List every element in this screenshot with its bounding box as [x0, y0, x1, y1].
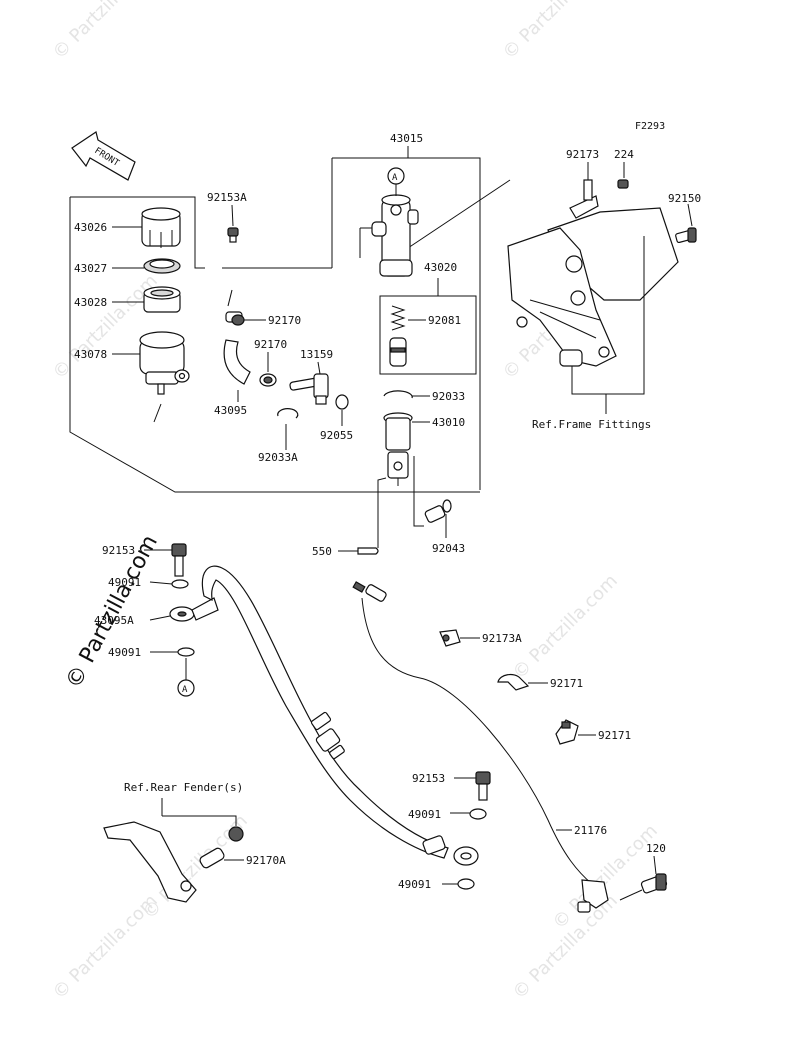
label-92055: 92055	[320, 429, 353, 442]
pushrod-43010	[383, 412, 413, 486]
label-92153A: 92153A	[207, 191, 247, 204]
switch-cable-21176	[352, 581, 609, 913]
label-43010: 43010	[432, 416, 465, 429]
label-92043: 92043	[432, 542, 465, 555]
label-92033A: 92033A	[258, 451, 298, 464]
diaphragm-plate-43027	[143, 258, 181, 274]
label-224: 224	[614, 148, 634, 161]
label-43027: 43027	[74, 262, 107, 275]
rear-fender-bracket	[103, 821, 197, 903]
figure-code: F2293	[635, 121, 665, 132]
ref-frame-fittings: Ref.Frame Fittings	[532, 418, 651, 431]
spring-92081	[389, 305, 407, 367]
label-92171-lower: 92171	[598, 729, 631, 742]
label-43095A: 43095A	[94, 614, 134, 627]
clamp-92170-lower	[259, 373, 277, 387]
diaphragm-43028	[143, 286, 181, 313]
label-120: 120	[646, 842, 666, 855]
washer-49091-lower	[177, 647, 195, 657]
watermark: © Partzilla.com	[49, 0, 162, 64]
reservoir-cap-43026	[141, 207, 181, 248]
bolt-92153A	[227, 227, 239, 243]
bracket-right	[507, 207, 679, 367]
label-43078: 43078	[74, 348, 107, 361]
bolt-92153	[171, 543, 187, 577]
clip-92171-lower	[555, 719, 579, 745]
watermark: © Partzilla.com	[499, 0, 612, 64]
washer-49091-upper	[171, 579, 189, 589]
bolt-92153-lower	[475, 771, 491, 801]
label-92173: 92173	[566, 148, 599, 161]
master-cylinder-43015	[371, 194, 419, 277]
main-hose	[201, 565, 479, 866]
cotter-pin-550	[357, 547, 379, 555]
label-43015: 43015	[390, 132, 423, 145]
marker-a-bottom-label: A	[182, 685, 188, 695]
reservoir-43078	[139, 331, 190, 395]
label-550: 550	[312, 545, 332, 558]
screw-120	[640, 873, 668, 894]
marker-a-top: A	[387, 167, 405, 196]
label-92150: 92150	[668, 192, 701, 205]
label-92171-upper: 92171	[550, 677, 583, 690]
label-92153-lower: 92153	[412, 772, 445, 785]
bolt-92150	[675, 227, 697, 244]
hose-43095	[223, 339, 251, 385]
banjo-43095A	[169, 597, 219, 622]
label-92153: 92153	[102, 544, 135, 557]
clamp-92170A	[199, 826, 244, 869]
label-21176: 21176	[574, 824, 607, 837]
fitting-13159	[289, 373, 329, 405]
assembly-outline	[69, 146, 511, 493]
label-92170-upper: 92170	[268, 314, 301, 327]
label-13159: 13159	[300, 348, 333, 361]
watermark: © Partzilla.com	[509, 570, 622, 683]
label-43028: 43028	[74, 296, 107, 309]
ref-rear-fender: Ref.Rear Fender(s)	[124, 781, 243, 794]
label-92170A: 92170A	[246, 854, 286, 867]
label-49091-lower: 49091	[108, 646, 141, 659]
label-92081: 92081	[428, 314, 461, 327]
clip-92173	[569, 179, 599, 219]
washer-49091-right-lower	[457, 878, 475, 890]
washer-49091-right-upper	[469, 808, 487, 820]
front-arrow: FRONT	[71, 131, 136, 181]
label-49091-right-upper: 49091	[408, 808, 441, 821]
clip-92171-upper	[497, 673, 530, 691]
label-43026: 43026	[74, 221, 107, 234]
label-49091-right-lower: 49091	[398, 878, 431, 891]
clip-92173A	[439, 629, 461, 647]
label-43095: 43095	[214, 404, 247, 417]
marker-a-bottom: A	[177, 658, 195, 697]
pin-92043	[424, 499, 452, 523]
label-92033: 92033	[432, 390, 465, 403]
circlip-92033	[383, 390, 413, 399]
label-92170-lower: 92170	[254, 338, 287, 351]
label-49091-upper: 49091	[108, 576, 141, 589]
screw-224	[617, 179, 629, 189]
marker-a-top-label: A	[392, 173, 398, 183]
label-43020: 43020	[424, 261, 457, 274]
circlip-92033A	[277, 408, 299, 419]
oring-92055	[335, 394, 349, 410]
label-92173A: 92173A	[482, 632, 522, 645]
clamp-92170-upper	[225, 311, 245, 326]
